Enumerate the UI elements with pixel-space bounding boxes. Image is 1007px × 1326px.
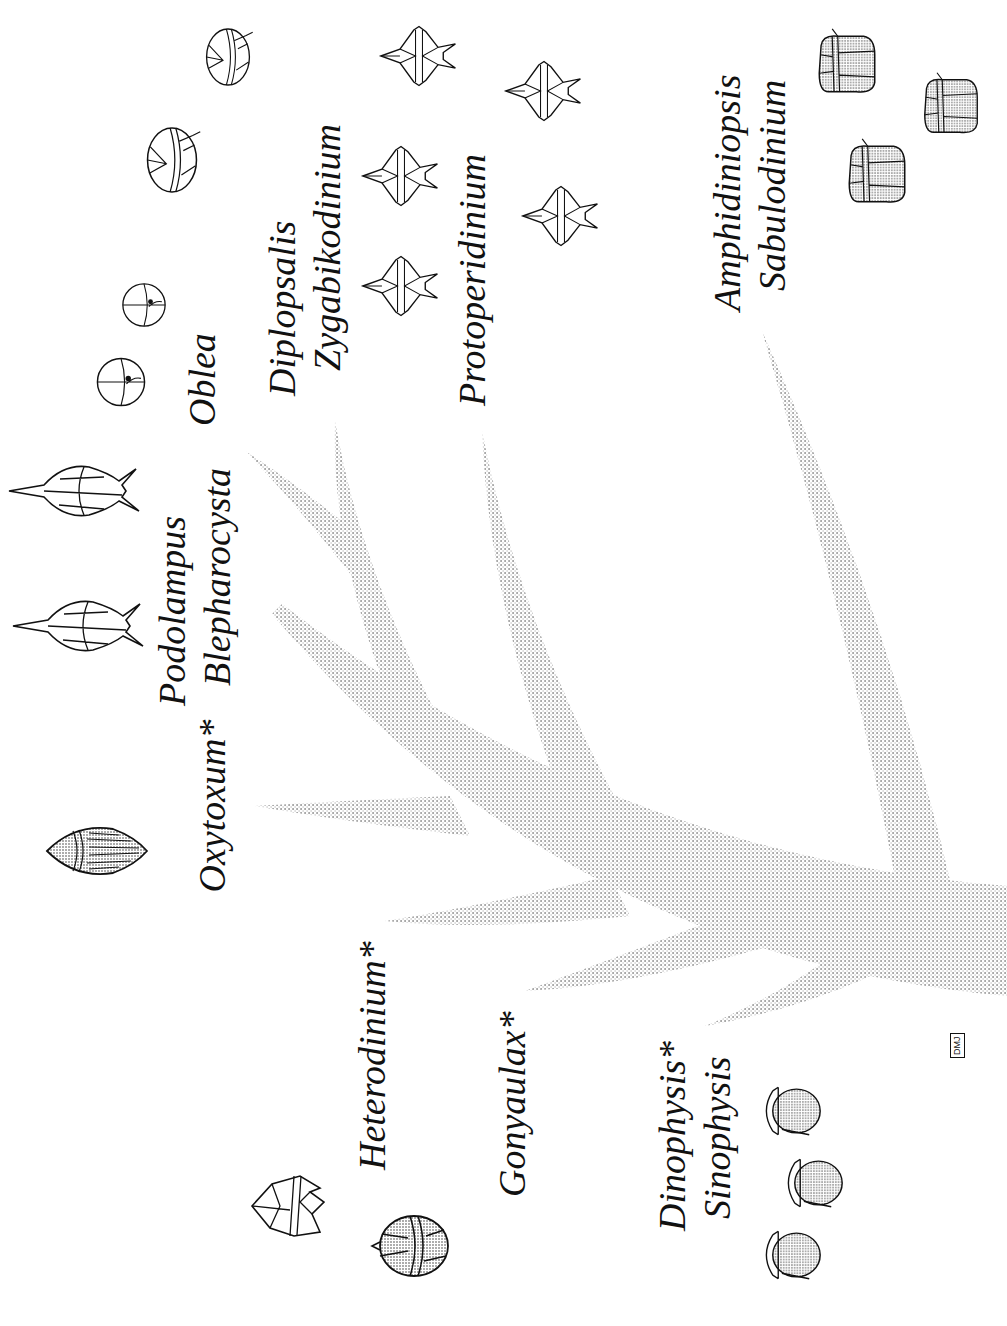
taxon-label: Sinophysis (695, 1056, 739, 1219)
tree-branches (245, 331, 1007, 1026)
taxon-label: Oxytoxum* (190, 719, 234, 892)
cell-drawings (9, 27, 977, 1279)
taxon-label: Podolampus (150, 516, 194, 706)
taxon-label: Dinophysis* (650, 1041, 694, 1231)
taxon-label: Diplopsalis (260, 221, 304, 396)
monogram-text: DMJ (953, 1037, 962, 1056)
taxon-label: Sabulodinium (750, 80, 794, 291)
taxon-label: Protoperidinium (450, 154, 494, 406)
taxon-label: Gonyaulax* (490, 1011, 534, 1197)
taxon-label: Zygabikodinium (305, 124, 349, 371)
taxon-label: Heterodinium* (350, 941, 394, 1170)
taxon-label: Oblea (180, 333, 224, 426)
taxon-label: Amphidiniopsis (705, 75, 749, 311)
taxon-label: Blepharocysta (195, 468, 239, 686)
monogram-box: DMJ (950, 1034, 965, 1059)
